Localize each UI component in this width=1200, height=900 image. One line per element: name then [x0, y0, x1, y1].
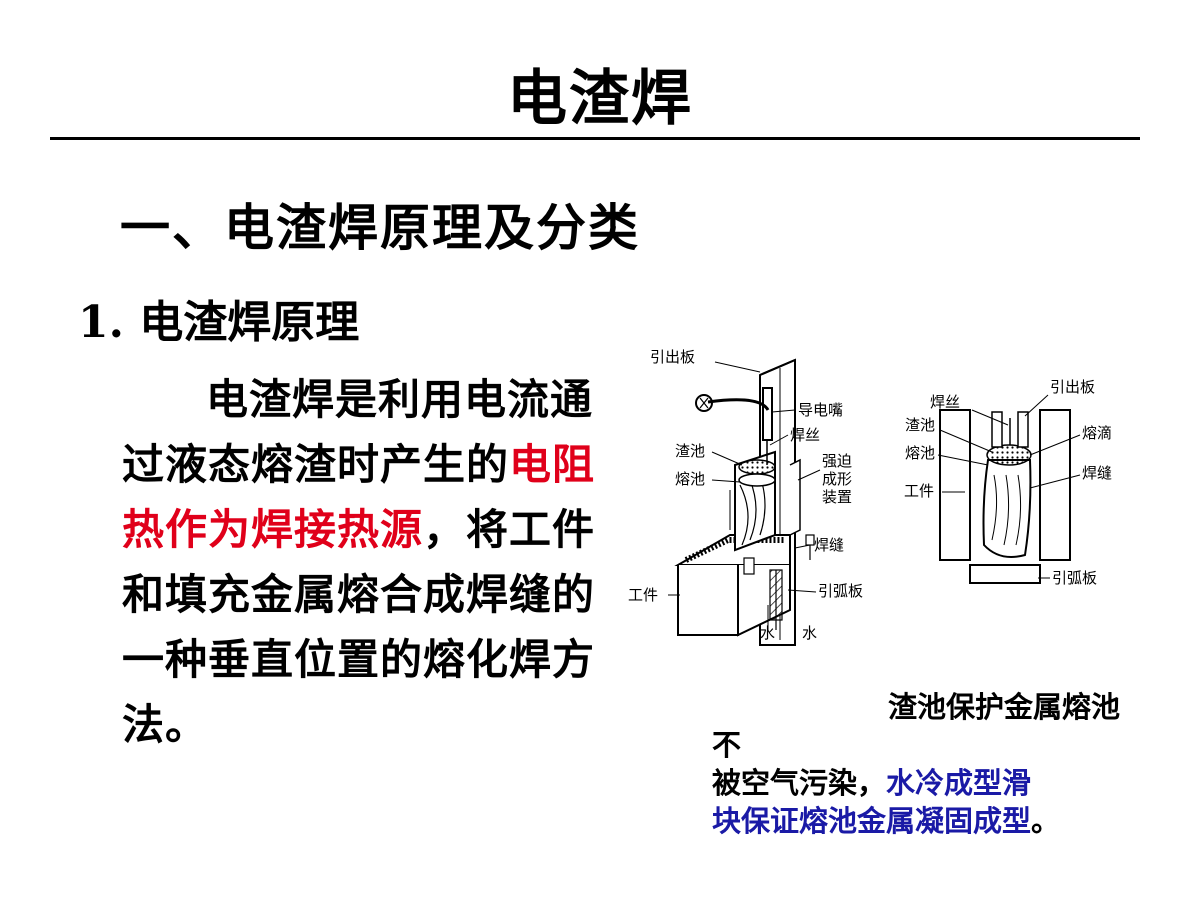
- caption-line-4-end: 。: [1031, 804, 1061, 838]
- section-heading: 一、电渣焊原理及分类: [120, 198, 640, 257]
- caption-line-3: 被空气污染，水冷成型滑: [712, 764, 1132, 802]
- label-qiangpo-1: 强迫: [822, 452, 852, 470]
- label-daodianzui: 导电嘴: [798, 401, 843, 419]
- label-gongjian-left: 工件: [628, 586, 658, 604]
- label-shui-1: 水: [760, 624, 775, 642]
- caption-line-3-highlight: 水冷成型滑: [886, 766, 1032, 800]
- body-text-part2: ，将工件和填充金属熔合成焊缝的一种垂直位置的熔化焊方法。: [122, 505, 596, 749]
- body-text-highlight: 电阻热作为焊接热源: [122, 440, 596, 554]
- caption-line-4: 块保证熔池金属凝固成型。: [712, 802, 1132, 840]
- label-rongdi: 熔滴: [1082, 424, 1112, 442]
- label-zhachi-right: 渣池: [905, 416, 935, 434]
- figure-caption: 渣池保护金属熔池 不 被空气污染，水冷成型滑 块保证熔池金属凝固成型。: [712, 688, 1132, 840]
- slide-title: 电渣焊: [507, 64, 693, 134]
- label-hanfeng-right: 焊缝: [1082, 464, 1112, 482]
- right-label-leaders: [937, 394, 1081, 579]
- label-qiangpo-2: 成形: [822, 470, 852, 488]
- right-diagram: [939, 409, 1071, 584]
- label-rongchi-left: 熔池: [675, 470, 705, 488]
- label-shui-2: 水: [802, 624, 817, 642]
- left-label-leaders: [668, 361, 821, 596]
- label-hansi-left: 焊丝: [790, 426, 820, 444]
- label-qiangpo-3: 装置: [822, 488, 852, 506]
- right-labels: 焊丝 引出板 渣池 熔滴 熔池 焊缝 工件 引弧板: [904, 378, 1112, 587]
- label-yinhuban-left: 引弧板: [818, 582, 863, 600]
- electroslag-welding-diagram: 引出板 导电嘴 焊丝 渣池 熔池 强迫 成形 装置 焊缝 工件 引弧板 水 水: [628, 348, 1112, 646]
- left-diagram: [674, 358, 815, 646]
- label-hanfeng-left: 焊缝: [814, 536, 844, 554]
- subsection-heading: 1. 电渣焊原理: [78, 297, 360, 348]
- label-hansi-right: 焊丝: [930, 393, 960, 411]
- title-divider: [50, 137, 1140, 140]
- label-yinchuban-right: 引出板: [1050, 378, 1095, 396]
- caption-line-2: 不: [712, 728, 742, 762]
- left-labels: 引出板 导电嘴 焊丝 渣池 熔池 强迫 成形 装置 焊缝 工件 引弧板 水 水: [628, 348, 863, 642]
- caption-line-1: 渣池保护金属熔池: [887, 690, 1120, 724]
- label-yinchuban-left: 引出板: [650, 348, 695, 366]
- body-text-part1: 电渣焊是利用电流通过液态熔渣时产生的: [122, 375, 594, 489]
- label-yinhuban-right: 引弧板: [1052, 569, 1097, 587]
- label-zhachi-left: 渣池: [675, 442, 705, 460]
- label-gongjian-right: 工件: [904, 482, 934, 500]
- label-rongchi-right: 熔池: [905, 444, 935, 462]
- caption-line-3-text: 被空气污染，: [712, 766, 887, 800]
- caption-line-4-highlight: 块保证熔池金属凝固成型: [712, 804, 1032, 838]
- body-paragraph: 电渣焊是利用电流通过液态熔渣时产生的电阻热作为焊接热源，将工件和填充金属熔合成焊…: [122, 367, 612, 757]
